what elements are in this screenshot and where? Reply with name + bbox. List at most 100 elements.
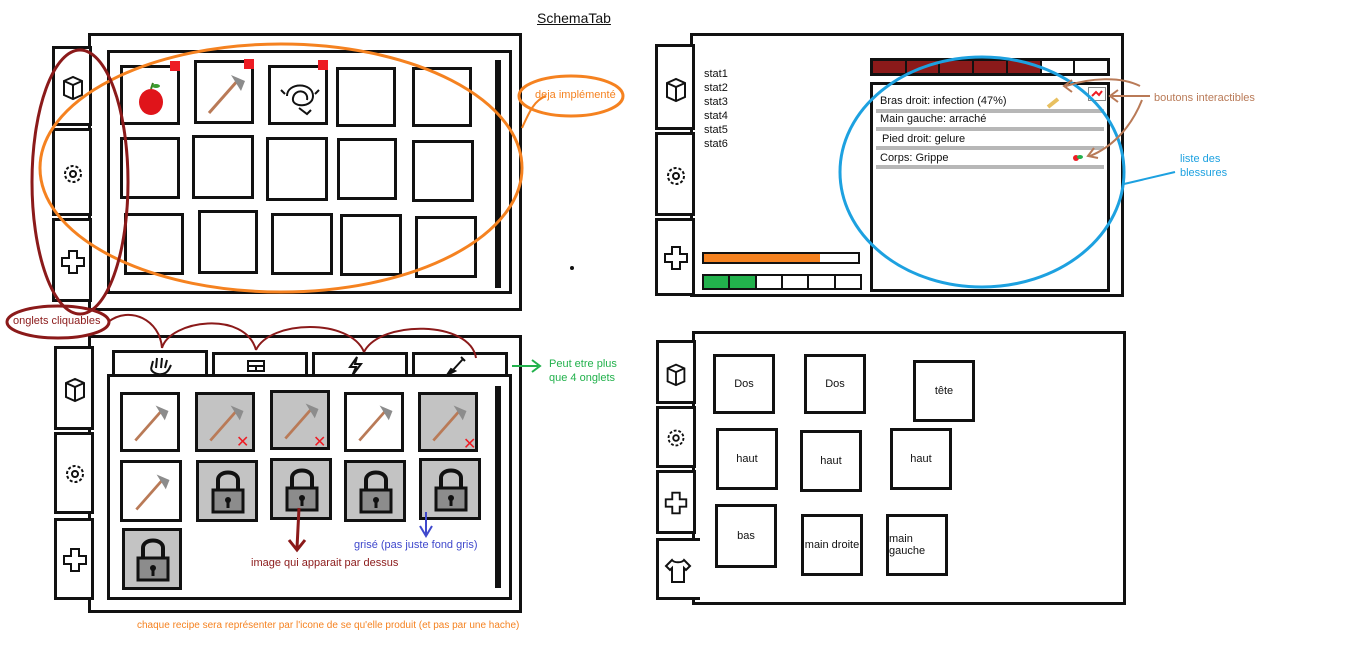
inventory-slot[interactable] xyxy=(194,60,254,124)
medicine-button-icon[interactable] xyxy=(1072,154,1084,162)
stat-label: stat4 xyxy=(704,110,728,122)
side-tab-inventory[interactable] xyxy=(54,346,94,430)
side-tab-health[interactable] xyxy=(54,518,94,600)
inventory-slot[interactable] xyxy=(412,140,474,202)
inventory-slot[interactable] xyxy=(198,210,258,274)
pill-icon xyxy=(1091,90,1103,97)
inventory-slot[interactable] xyxy=(412,67,472,127)
annotation-peut-2: que 4 onglets xyxy=(549,372,616,384)
recipe-slot-locked[interactable] xyxy=(122,528,182,590)
equip-slot-bottom[interactable]: bas xyxy=(715,504,777,568)
annotation-footer: chaque recipe sera représenter par l'ico… xyxy=(137,620,520,631)
inventory-slot[interactable] xyxy=(340,214,402,276)
recipe-slot[interactable] xyxy=(344,392,404,452)
equip-slot-top[interactable]: haut xyxy=(716,428,778,490)
recipe-slot-greyed[interactable] xyxy=(195,392,255,452)
recipe-slot-locked[interactable] xyxy=(419,458,481,520)
recipe-slot[interactable] xyxy=(120,460,182,522)
axe-icon xyxy=(284,403,319,440)
recipe-slot-greyed[interactable] xyxy=(270,390,330,450)
health-bar-segment xyxy=(1007,61,1042,73)
inventory-slot[interactable] xyxy=(415,216,477,278)
axe-icon xyxy=(209,405,244,442)
inventory-slot[interactable] xyxy=(120,65,180,125)
health-bar-segment xyxy=(873,61,907,73)
recipe-slot-greyed[interactable] xyxy=(418,392,478,452)
box-icon xyxy=(65,377,85,403)
crafting-scrollbar[interactable] xyxy=(495,386,501,588)
inventory-slot[interactable] xyxy=(120,137,180,199)
inventory-slot[interactable] xyxy=(336,67,396,127)
health-bar-segment xyxy=(974,61,1008,73)
side-tab-crafting[interactable] xyxy=(655,132,695,216)
bandage-button-icon[interactable] xyxy=(1046,97,1060,109)
equip-slot-back[interactable]: Dos xyxy=(804,354,866,414)
cross-icon xyxy=(664,246,688,270)
side-tab-equipment[interactable] xyxy=(656,538,700,600)
equip-slot-back[interactable]: Dos xyxy=(713,354,775,414)
recipe-slot-locked[interactable] xyxy=(344,460,406,522)
shirt-icon xyxy=(664,558,692,583)
inventory-scrollbar[interactable] xyxy=(495,60,501,288)
crafting-tab-tools[interactable] xyxy=(412,352,508,378)
axe-icon xyxy=(134,405,169,442)
lock-icon xyxy=(211,470,245,514)
recipe-slot-locked[interactable] xyxy=(196,460,258,522)
annotation-deja: deja implémenté xyxy=(535,89,616,101)
orange-bar xyxy=(702,252,860,264)
side-tab-health[interactable] xyxy=(655,218,695,296)
red-x-icon: ✕ xyxy=(313,434,327,451)
crafting-tab-hands[interactable] xyxy=(112,350,208,376)
annotation-grise: grisé (pas juste fond gris) xyxy=(354,539,478,551)
annotation-onglets: onglets cliquables xyxy=(13,315,101,327)
equip-slot-top[interactable]: haut xyxy=(890,428,952,490)
equip-slot-left-hand[interactable]: main gauche xyxy=(886,514,948,576)
red-marker xyxy=(244,59,254,69)
equip-slot-head[interactable]: tête xyxy=(913,360,975,422)
inventory-slot[interactable] xyxy=(337,138,397,200)
annotation-boutons: boutons interactibles xyxy=(1154,92,1255,104)
gear-icon xyxy=(66,465,84,483)
orange-bar-fill xyxy=(704,254,820,262)
side-tab-crafting[interactable] xyxy=(656,406,696,468)
lock-icon xyxy=(359,470,393,514)
side-tab-crafting[interactable] xyxy=(54,432,94,514)
apple-icon xyxy=(139,82,163,115)
side-tab-health[interactable] xyxy=(52,218,92,302)
equip-slot-top[interactable]: haut xyxy=(800,430,862,492)
red-marker xyxy=(318,60,328,70)
injury-item: Pied droit: gelure xyxy=(882,133,966,145)
cross-icon xyxy=(63,548,87,572)
inventory-slot[interactable] xyxy=(271,213,333,275)
axe-icon xyxy=(207,75,245,114)
inventory-slot[interactable] xyxy=(192,135,254,199)
inventory-slot[interactable] xyxy=(124,213,184,275)
green-bar-segment xyxy=(704,276,731,288)
page-title: SchemaTab xyxy=(537,10,611,26)
health-bar-segment xyxy=(940,61,975,73)
lock-icon xyxy=(136,538,170,582)
side-tab-inventory[interactable] xyxy=(52,46,92,126)
side-tab-crafting[interactable] xyxy=(52,128,92,216)
injury-item: Main gauche: arraché xyxy=(880,113,987,125)
box-icon xyxy=(666,363,686,387)
side-tab-inventory[interactable] xyxy=(655,44,695,130)
inventory-slot[interactable] xyxy=(266,137,328,201)
annotation-peut-1: Peut etre plus xyxy=(549,358,617,370)
rope-icon xyxy=(280,84,320,116)
equip-slot-right-hand[interactable]: main droite xyxy=(801,514,863,576)
red-x-icon: ✕ xyxy=(463,436,477,453)
cross-icon xyxy=(664,491,688,515)
treat-button[interactable] xyxy=(1088,87,1106,101)
green-bar-segment xyxy=(730,276,757,288)
inventory-slot[interactable] xyxy=(268,65,328,125)
recipe-slot[interactable] xyxy=(120,392,180,452)
recipe-slot-locked[interactable] xyxy=(270,458,332,520)
green-bar-segment xyxy=(809,276,836,288)
crafting-tab-furniture[interactable] xyxy=(212,352,308,376)
stat-label: stat3 xyxy=(704,96,728,108)
side-tab-health[interactable] xyxy=(656,470,696,534)
box-icon xyxy=(666,77,686,103)
crafting-tab-energy[interactable] xyxy=(312,352,408,377)
side-tab-inventory[interactable] xyxy=(656,340,696,404)
